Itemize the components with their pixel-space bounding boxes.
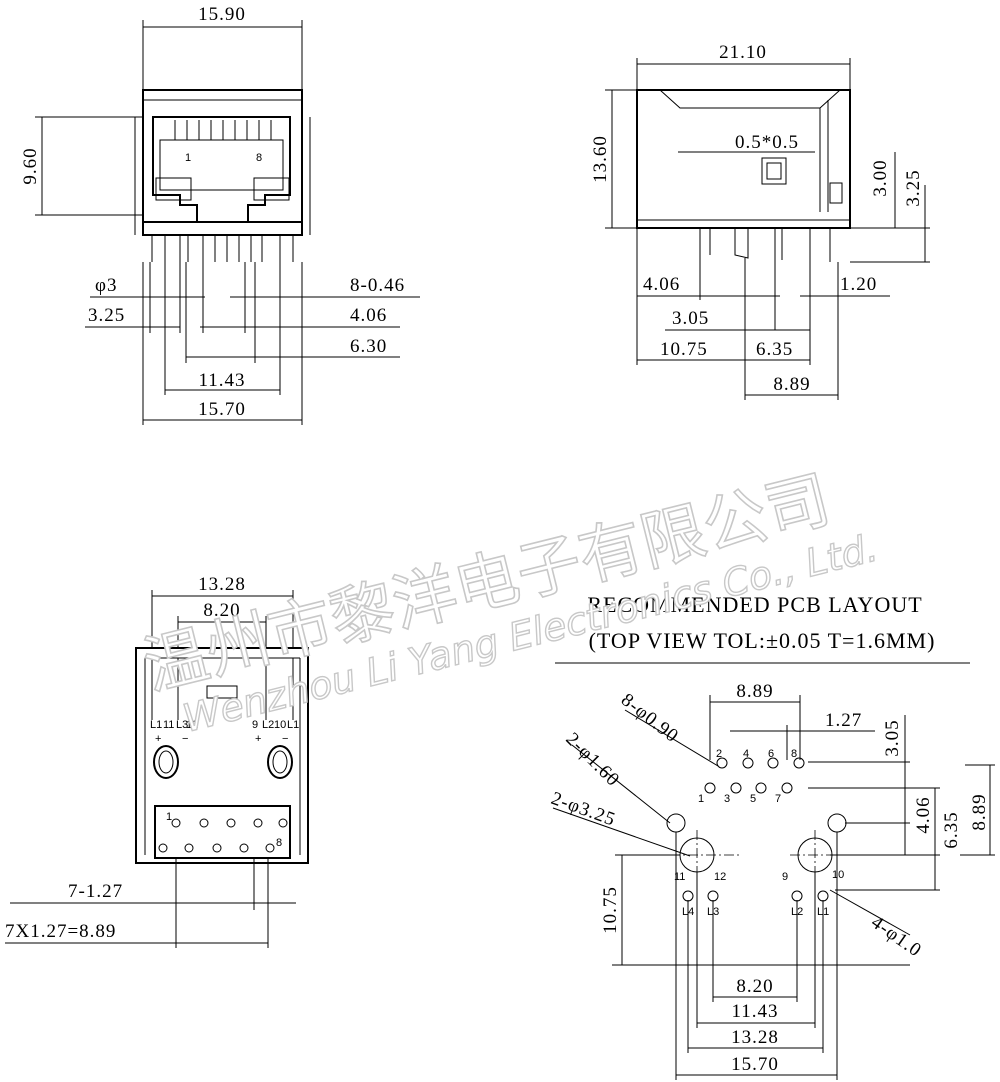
dim-13-60: 13.60 <box>590 135 611 183</box>
dim-7x1-27: 7X1.27=8.89 <box>5 921 116 942</box>
led-label-l2: L2 <box>262 719 274 731</box>
pcb-dim-13-28: 13.28 <box>731 1027 779 1048</box>
pcb-title: RECOMMENDED PCB LAYOUT <box>587 592 922 617</box>
pcb-dim-8-89-right: 8.89 <box>969 793 990 830</box>
dim-15-90: 15.90 <box>198 4 246 25</box>
led-label-l1b: L1 <box>287 719 299 731</box>
led-label-9: 9 <box>252 719 258 731</box>
dim-4-06: 4.06 <box>350 305 387 326</box>
pcb-dim-11-43: 11.43 <box>731 1001 778 1022</box>
pcb-dim-10-75: 10.75 <box>600 886 621 934</box>
dim-11-43: 11.43 <box>198 370 245 391</box>
dim-13-28: 13.28 <box>198 574 246 595</box>
dim-8-0-46: 8-0.46 <box>350 275 405 296</box>
dim-3-25: 3.25 <box>903 169 924 206</box>
pcb-dim-8-89-top: 8.89 <box>736 681 773 702</box>
dim-8-89-side: 8.89 <box>773 374 810 395</box>
bottom-pin-1: 1 <box>166 811 172 823</box>
pcb-led-9: 9 <box>782 871 788 883</box>
front-view: 15.90 1 8 <box>20 4 420 425</box>
pcb-layout: RECOMMENDED PCB LAYOUT (TOP VIEW TOL:±0.… <box>548 592 995 1080</box>
contact-fingers <box>174 120 272 140</box>
led-label-12: 12 <box>186 719 198 731</box>
sign-minus-1: − <box>182 733 188 745</box>
pcb-pin-7: 7 <box>775 793 781 805</box>
pcb-dim-2-phi1-60: 2-φ1.60 <box>561 729 623 791</box>
dim-10-75: 10.75 <box>660 339 708 360</box>
sign-minus-2: − <box>282 733 288 745</box>
dim-21-10: 21.10 <box>719 42 767 63</box>
pcb-dim-2-phi3-25: 2-φ3.25 <box>548 788 618 831</box>
dim-6-35: 6.35 <box>756 339 793 360</box>
led-label-11: 11 <box>163 719 174 731</box>
dim-1-20: 1.20 <box>840 274 877 295</box>
dim-9-60: 9.60 <box>20 147 41 184</box>
dim-8-20: 8.20 <box>203 600 240 621</box>
pcb-pin-2: 2 <box>716 748 722 760</box>
pcb-led-10: 10 <box>832 869 844 881</box>
pin-label-1: 1 <box>185 152 191 164</box>
pcb-pin-6: 6 <box>768 748 774 760</box>
pcb-pin-5: 5 <box>750 793 756 805</box>
pin-pads <box>158 818 288 853</box>
dim-3-25: 3.25 <box>88 305 125 326</box>
bottom-pin-8: 8 <box>276 837 282 849</box>
led-label-l3: L3 <box>176 719 188 731</box>
pcb-pin-1: 1 <box>698 793 704 805</box>
dim-phi3: φ3 <box>95 275 117 296</box>
pcb-dim-4-phi1-0: 4-φ1.0 <box>867 912 925 962</box>
dim-7-1-27: 7-1.27 <box>68 881 123 902</box>
dim-3-05: 3.05 <box>672 308 709 329</box>
sign-plus-2: + <box>255 733 261 745</box>
pcb-dim-3-05: 3.05 <box>882 719 903 756</box>
dim-0-5x0-5: 0.5*0.5 <box>735 132 799 153</box>
bottom-view: 13.28 8.20 L1 11 L3 12 9 L2 10 L1 + − + … <box>5 574 309 948</box>
pcb-led-11: 11 <box>674 871 685 883</box>
side-view: 21.10 13.60 0.5*0.5 3.00 3.25 <box>590 42 930 400</box>
front-legs <box>151 235 294 262</box>
led-label-l1: L1 <box>150 719 162 731</box>
pcb-dim-1-27: 1.27 <box>825 710 862 731</box>
pcb-dim-15-70: 15.70 <box>731 1054 779 1075</box>
dim-6-30: 6.30 <box>350 336 387 357</box>
pcb-pin-3: 3 <box>724 793 730 805</box>
pcb-dim-6-35: 6.35 <box>941 811 962 848</box>
pcb-holes <box>666 757 847 902</box>
pcb-pin-4: 4 <box>743 748 749 760</box>
pcb-dim-8-20: 8.20 <box>736 976 773 997</box>
pcb-dim-4-06: 4.06 <box>913 796 934 833</box>
dim-4-06-side: 4.06 <box>643 274 680 295</box>
sign-plus-1: + <box>155 733 161 745</box>
pcb-subtitle: (TOP VIEW TOL:±0.05 T=1.6MM) <box>589 628 936 653</box>
led-label-10: 10 <box>274 719 286 731</box>
dim-15-70: 15.70 <box>198 399 246 420</box>
dim-3-00: 3.00 <box>870 159 891 196</box>
pin-label-8: 8 <box>256 152 262 164</box>
pcb-pin-8: 8 <box>791 748 797 760</box>
pcb-led-12: 12 <box>714 871 726 883</box>
